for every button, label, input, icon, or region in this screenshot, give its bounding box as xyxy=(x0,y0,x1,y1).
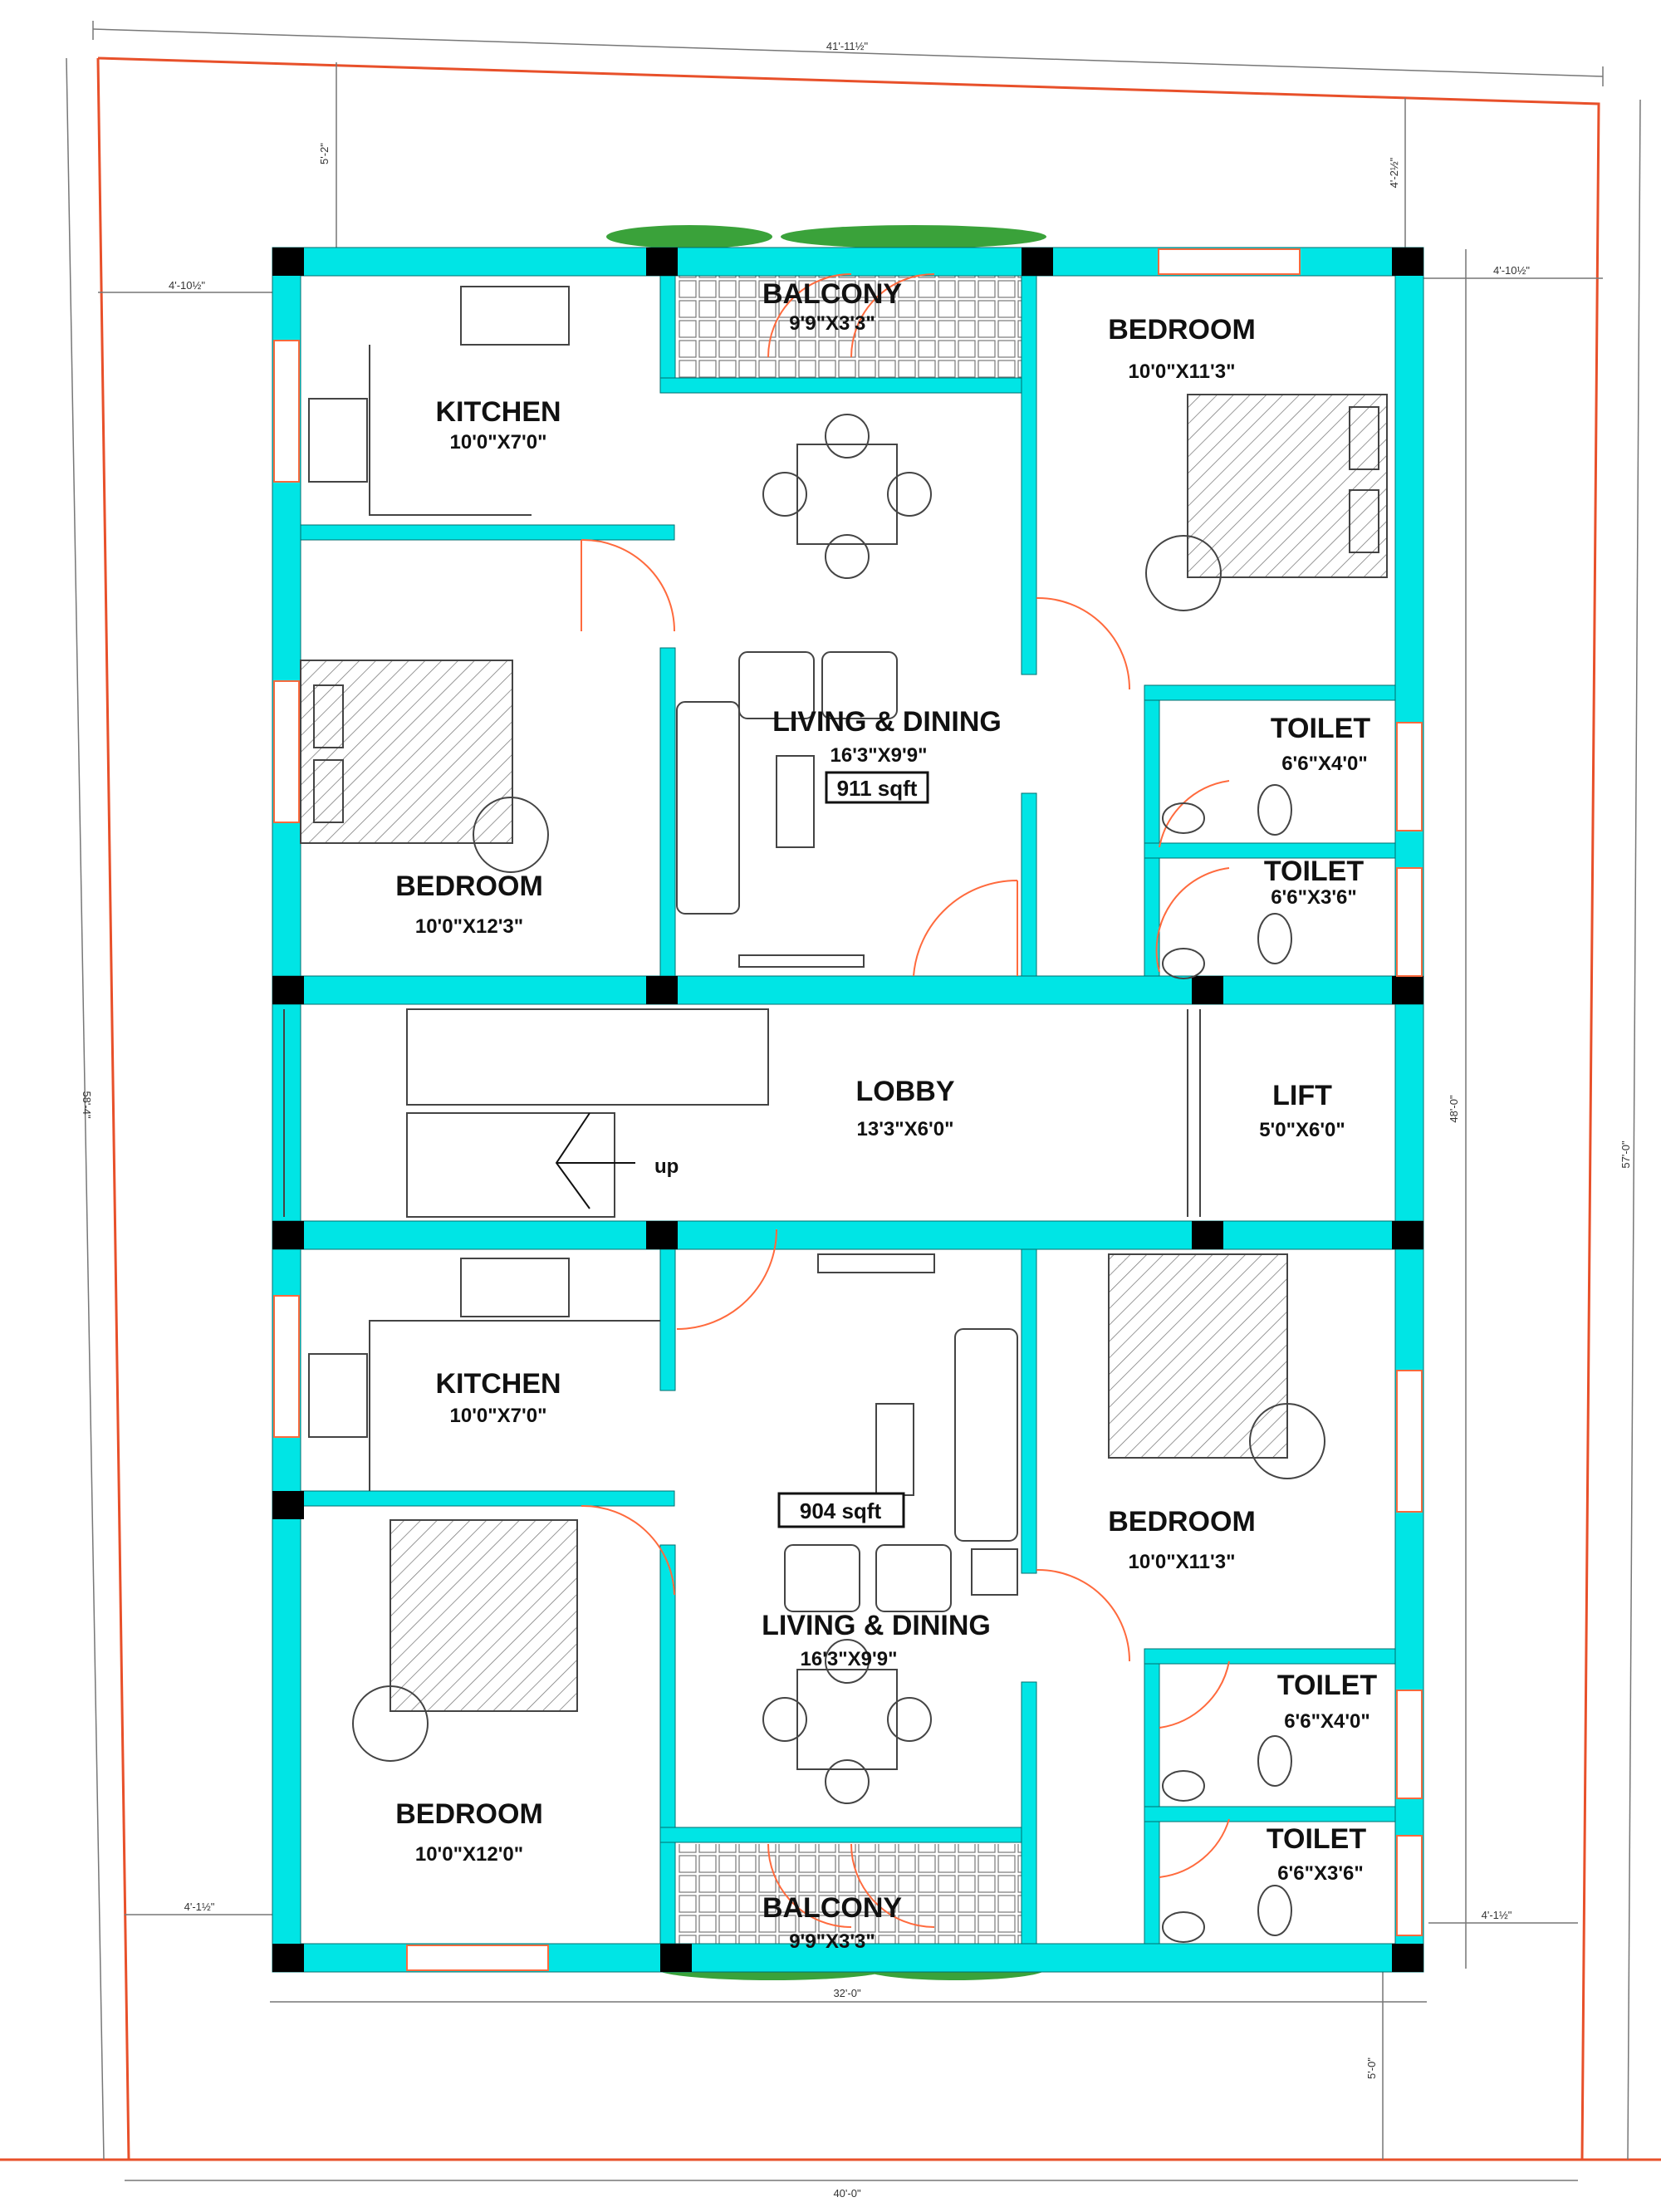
upper-toilet-2-size: 6'6"X3'6" xyxy=(1271,886,1357,909)
lower-area: 904 sqft xyxy=(800,1498,882,1523)
staircase xyxy=(406,1008,769,1218)
dim-right-building: 48'-0" xyxy=(1448,1095,1460,1123)
lower-toilet-1-name: TOILET xyxy=(1277,1670,1377,1701)
dim-building-width: 32'-0" xyxy=(833,1987,861,1999)
dim-left-setback-bottom: 4'-1½" xyxy=(184,1901,215,1913)
lower-bedroom-right-name: BEDROOM xyxy=(1108,1506,1256,1538)
upper-balcony-name: BALCONY xyxy=(762,278,902,310)
lower-bedroom-left-size: 10'0"X12'0" xyxy=(415,1843,523,1866)
lobby-name: LOBBY xyxy=(856,1076,955,1107)
upper-living-size: 16'3"X9'9" xyxy=(830,744,928,767)
columns xyxy=(272,248,1423,1972)
windows xyxy=(273,248,1423,1971)
dimension-labels: 41'-11½" 5'-2" 4'-2½" 4'-10½" 4'-10½" 58… xyxy=(81,40,1632,2200)
dim-front-setback: 5'-2" xyxy=(318,143,331,164)
dim-right-setback-top: 4'-10½" xyxy=(1493,264,1530,277)
upper-balcony-size: 9'9"X3'3" xyxy=(789,312,875,335)
lower-toilet-2-size: 6'6"X3'6" xyxy=(1277,1862,1364,1885)
dim-right-setback-bottom: 4'-1½" xyxy=(1482,1909,1512,1921)
lift-size: 5'0"X6'0" xyxy=(1259,1119,1345,1141)
lower-unit-labels: KITCHEN 10'0"X7'0" 904 sqft BEDROOM 10'0… xyxy=(395,1368,1377,1953)
lower-toilet-2-name: TOILET xyxy=(1267,1823,1366,1855)
lower-balcony-name: BALCONY xyxy=(762,1892,902,1924)
upper-bedroom-right-name: BEDROOM xyxy=(1108,314,1256,346)
dim-left-plot: 58'-4" xyxy=(81,1091,93,1119)
upper-kitchen-name: KITCHEN xyxy=(435,396,561,428)
upper-toilet-1-size: 6'6"X4'0" xyxy=(1281,753,1368,775)
stair-label: up xyxy=(654,1155,679,1178)
lower-bedroom-left-name: BEDROOM xyxy=(395,1798,543,1830)
lower-balcony-floor xyxy=(677,1844,1022,1952)
dim-bottom-plot: 40'-0" xyxy=(833,2187,861,2200)
upper-toilet-2-name: TOILET xyxy=(1264,856,1364,887)
upper-area-box xyxy=(825,771,929,804)
dim-top-plot: 41'-11½" xyxy=(826,40,869,52)
lower-bedroom-right-size: 10'0"X11'3" xyxy=(1129,1551,1236,1573)
dimension-lines xyxy=(66,21,1641,2181)
lift-name: LIFT xyxy=(1272,1080,1332,1111)
dim-right-top-setback: 4'-2½" xyxy=(1388,157,1400,188)
upper-unit-labels: BALCONY 9'9"X3'3" KITCHEN 10'0"X7'0" BED… xyxy=(395,278,1370,938)
lobby-size: 13'3"X6'0" xyxy=(857,1118,954,1140)
upper-bedroom-left-name: BEDROOM xyxy=(395,871,543,902)
lower-balcony-size: 9'9"X3'3" xyxy=(789,1930,875,1953)
dim-rear-setback: 5'-0" xyxy=(1365,2058,1378,2079)
lower-living-name: LIVING & DINING xyxy=(762,1610,991,1641)
dim-left-setback-top: 4'-10½" xyxy=(169,279,205,292)
upper-toilet-1-name: TOILET xyxy=(1271,713,1370,744)
core-labels: LOBBY 13'3"X6'0" LIFT 5'0"X6'0" up xyxy=(654,1076,1345,1178)
lower-kitchen-name: KITCHEN xyxy=(435,1368,561,1400)
lower-toilet-1-size: 6'6"X4'0" xyxy=(1284,1710,1370,1733)
walls xyxy=(272,247,1424,1973)
upper-living-name: LIVING & DINING xyxy=(772,706,1002,738)
lower-area-box xyxy=(777,1492,905,1528)
upper-kitchen-size: 10'0"X7'0" xyxy=(450,431,547,454)
dim-right-plot: 57'-0" xyxy=(1619,1140,1632,1169)
lower-kitchen-size: 10'0"X7'0" xyxy=(450,1405,547,1427)
stair-arrow-icon xyxy=(555,1112,635,1209)
upper-bedroom-right-size: 10'0"X11'3" xyxy=(1129,360,1236,383)
plot-boundary xyxy=(0,56,1661,2161)
upper-bedroom-left-size: 10'0"X12'3" xyxy=(415,915,523,938)
lower-living-size: 16'3"X9'9" xyxy=(801,1648,898,1670)
furniture xyxy=(283,286,1388,1943)
upper-area: 911 sqft xyxy=(837,776,918,801)
